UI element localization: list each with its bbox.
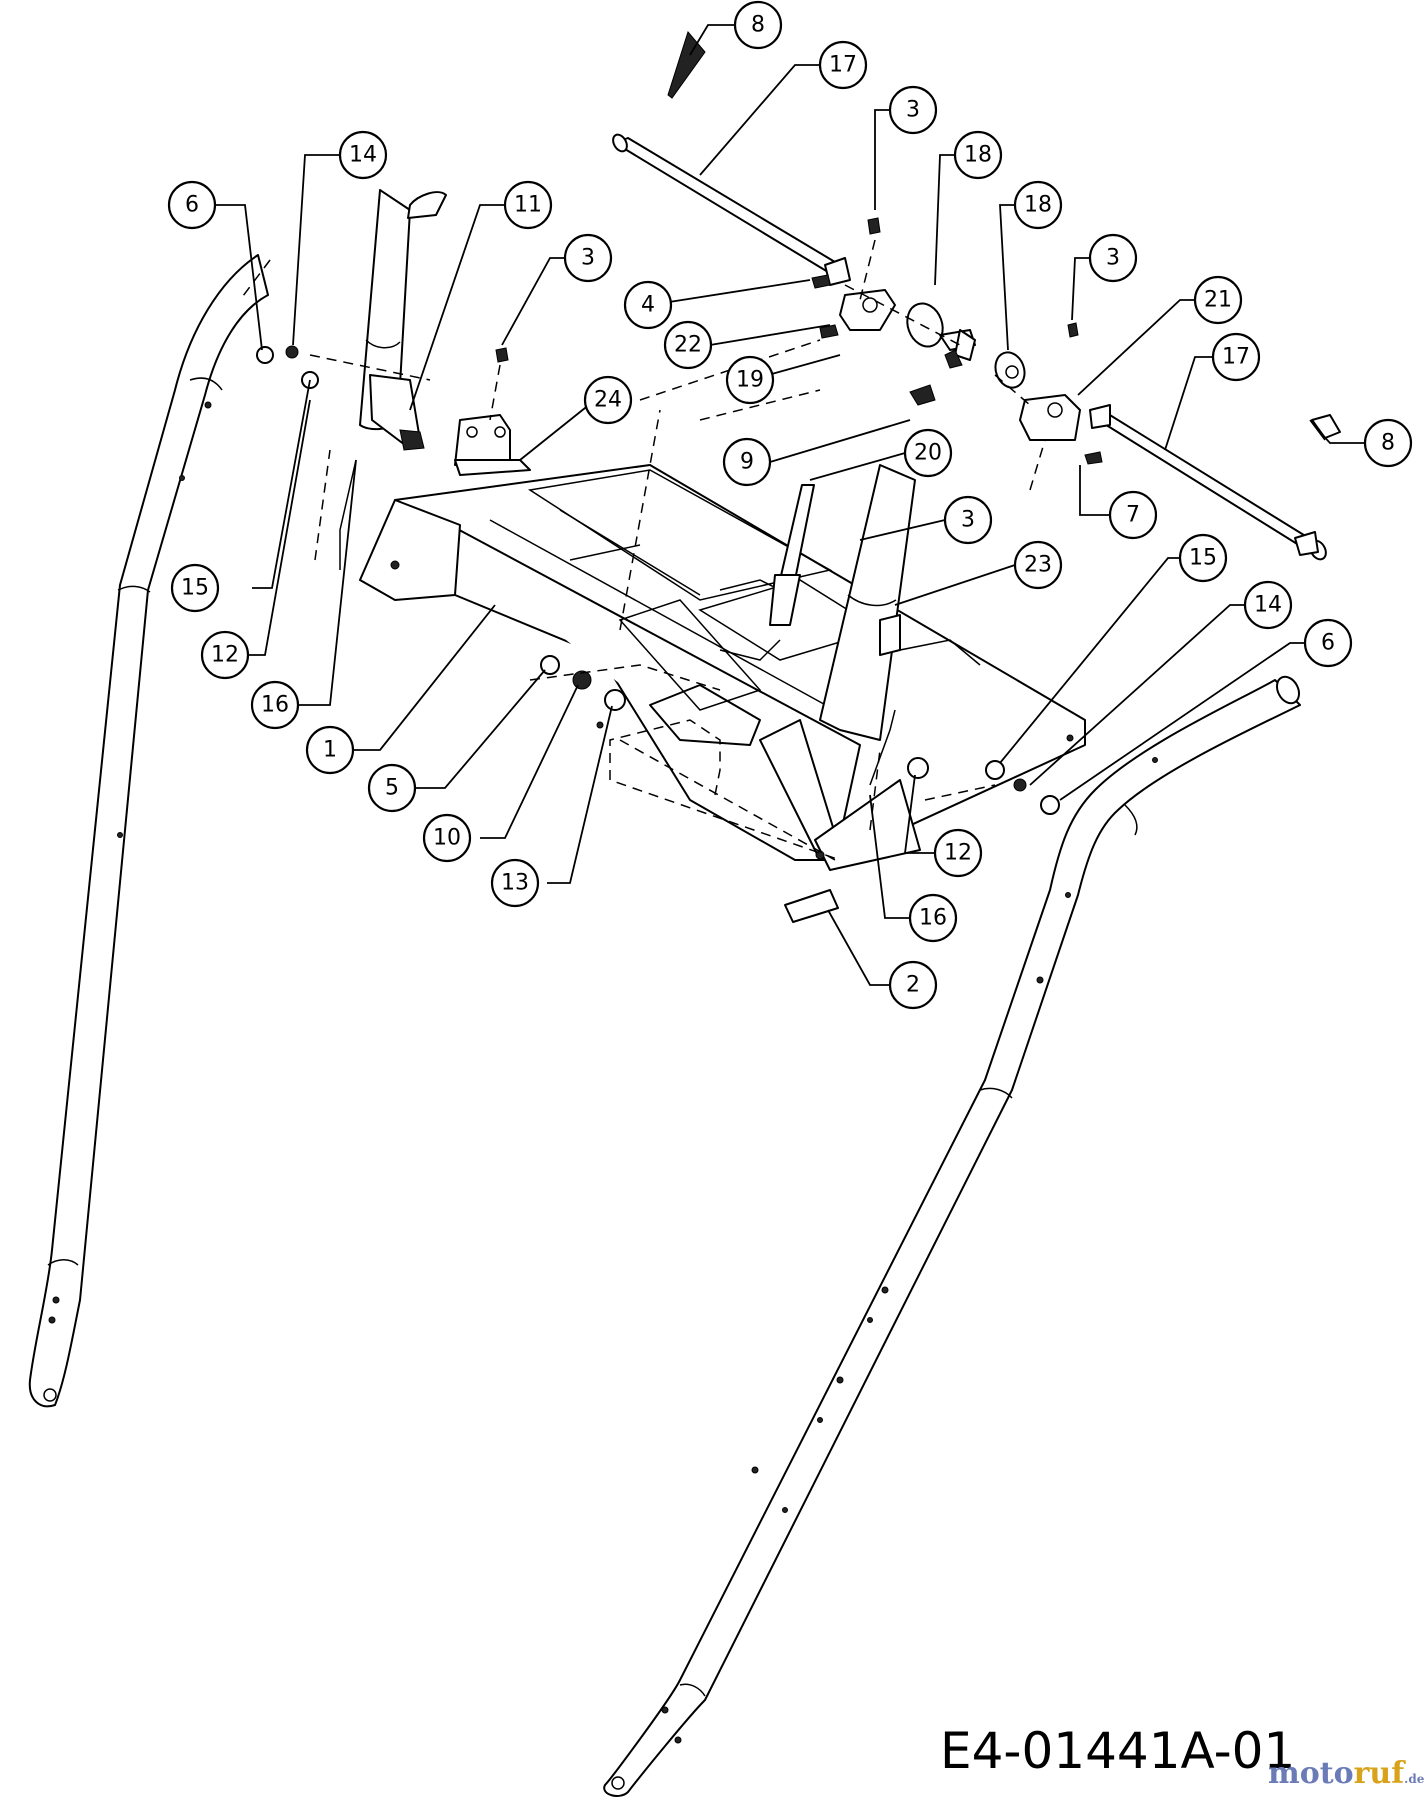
callout-3-right: 3 <box>1088 233 1138 283</box>
left-handle-tube <box>28 254 271 1408</box>
callout-6-left: 6 <box>167 180 217 230</box>
callout-13: 13 <box>490 858 540 908</box>
svg-text:3: 3 <box>1106 246 1120 271</box>
leader-lines <box>215 24 1365 986</box>
callout-15-left: 15 <box>170 563 220 613</box>
callout-3-mid: 3 <box>563 233 613 283</box>
svg-text:1: 1 <box>323 738 337 763</box>
svg-text:8: 8 <box>751 13 765 38</box>
callout-23: 23 <box>1013 540 1063 590</box>
svg-text:2: 2 <box>906 973 920 998</box>
callout-2: 2 <box>888 960 938 1010</box>
svg-text:6: 6 <box>1321 631 1335 656</box>
watermark-part2: ruf <box>1353 1756 1405 1791</box>
svg-text:8: 8 <box>1381 431 1395 456</box>
svg-text:12: 12 <box>211 643 239 668</box>
callout-14-left: 14 <box>338 130 388 180</box>
watermark-suffix: .de <box>1404 1772 1425 1786</box>
callout-1: 1 <box>305 725 355 775</box>
right-handle-tube <box>603 675 1301 1797</box>
svg-text:21: 21 <box>1204 288 1232 313</box>
svg-text:19: 19 <box>736 368 764 393</box>
callout-19: 19 <box>725 355 775 405</box>
svg-text:23: 23 <box>1024 553 1052 578</box>
svg-text:24: 24 <box>594 388 622 413</box>
callout-3-column: 3 <box>943 495 993 545</box>
svg-text:13: 13 <box>501 871 529 896</box>
svg-text:7: 7 <box>1126 503 1140 528</box>
callout-5: 5 <box>367 763 417 813</box>
right-column-tube <box>819 464 916 741</box>
callout-18-right: 18 <box>1013 180 1063 230</box>
callout-16-right: 16 <box>908 893 958 943</box>
upper-shaft-assembly <box>612 133 1327 561</box>
callout-9: 9 <box>722 437 772 487</box>
callout-8-top: 8 <box>733 0 783 50</box>
svg-text:18: 18 <box>964 143 992 168</box>
callout-17-top: 17 <box>818 40 868 90</box>
watermark-part1: moto <box>1268 1756 1354 1791</box>
callout-12-right: 12 <box>933 828 983 878</box>
svg-text:16: 16 <box>919 906 947 931</box>
callout-8-right: 8 <box>1363 418 1413 468</box>
callout-11: 11 <box>503 180 553 230</box>
svg-text:11: 11 <box>514 193 542 218</box>
svg-text:14: 14 <box>349 143 377 168</box>
svg-text:12: 12 <box>944 841 972 866</box>
callout-4: 4 <box>623 280 673 330</box>
upper-column-tube <box>359 189 447 451</box>
svg-text:5: 5 <box>385 776 399 801</box>
callout-22: 22 <box>663 320 713 370</box>
callout-17-right: 17 <box>1211 332 1261 382</box>
assembly-lines <box>309 239 1046 861</box>
watermark-logo: motoruf.de <box>1268 1756 1424 1791</box>
svg-text:3: 3 <box>906 98 920 123</box>
svg-text:6: 6 <box>185 193 199 218</box>
callout-12-left: 12 <box>200 630 250 680</box>
callout-10: 10 <box>422 813 472 863</box>
svg-text:17: 17 <box>1222 345 1250 370</box>
callout-21: 21 <box>1193 275 1243 325</box>
svg-text:15: 15 <box>181 576 209 601</box>
svg-text:22: 22 <box>674 333 702 358</box>
callout-3-top: 3 <box>888 85 938 135</box>
brackets <box>454 289 1081 476</box>
callout-14-right: 14 <box>1243 580 1293 630</box>
shift-lever <box>769 484 815 626</box>
callout-18-top: 18 <box>953 130 1003 180</box>
svg-text:3: 3 <box>581 246 595 271</box>
callouts: 8 17 3 18 14 6 11 18 3 3 4 21 22 17 19 2… <box>167 0 1413 1010</box>
callout-20: 20 <box>903 428 953 478</box>
diagram-code: E4-01441A-01 <box>940 1722 1296 1780</box>
svg-text:9: 9 <box>740 450 754 475</box>
svg-text:18: 18 <box>1024 193 1052 218</box>
callout-24: 24 <box>583 375 633 425</box>
svg-text:20: 20 <box>914 441 942 466</box>
svg-text:16: 16 <box>261 693 289 718</box>
callout-15-right: 15 <box>1178 533 1228 583</box>
svg-text:10: 10 <box>433 826 461 851</box>
callout-6-right: 6 <box>1303 618 1353 668</box>
callout-16-left: 16 <box>250 680 300 730</box>
svg-text:14: 14 <box>1254 593 1282 618</box>
svg-text:15: 15 <box>1189 546 1217 571</box>
svg-text:4: 4 <box>641 293 655 318</box>
svg-text:17: 17 <box>829 53 857 78</box>
callout-7: 7 <box>1108 490 1158 540</box>
svg-text:3: 3 <box>961 508 975 533</box>
